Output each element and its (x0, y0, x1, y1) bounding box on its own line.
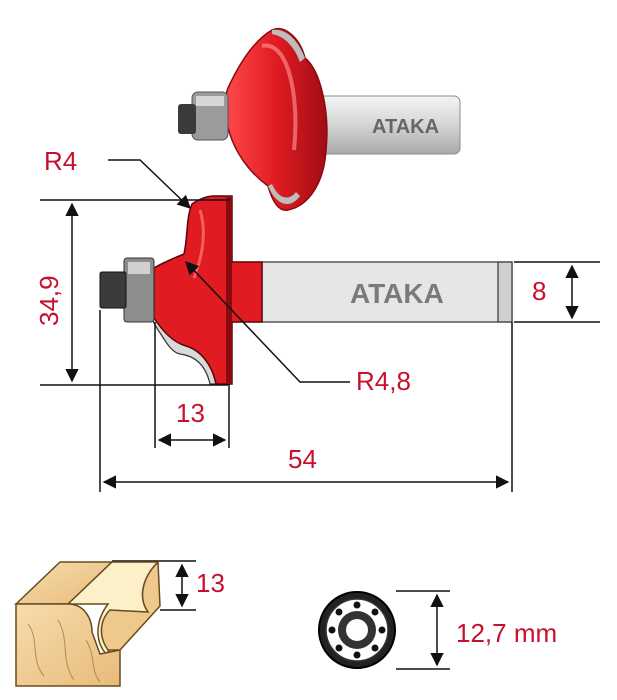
label-height: 34,9 (34, 275, 64, 326)
drawing-brand-label: ATAKA (350, 278, 444, 309)
label-total-length: 54 (288, 444, 317, 474)
label-radius-bottom: R4,8 (356, 366, 411, 396)
label-cut-width: 13 (176, 398, 205, 428)
drawing-nut (99, 271, 127, 309)
drawing-shank (261, 261, 513, 323)
label-shank-diameter: 8 (532, 276, 546, 306)
photo-cutter-body (224, 27, 328, 211)
photo-brand-label: ATAKA (372, 116, 439, 138)
profile-drawing: ATAKA (99, 195, 513, 385)
wood-profile-sample (14, 560, 161, 687)
label-bearing-diameter: 12,7 mm (456, 618, 557, 648)
drawing-cutter-body (153, 195, 263, 385)
dimension-lines (40, 159, 600, 670)
label-radius-top: R4 (44, 146, 77, 176)
label-profile-depth: 13 (196, 568, 225, 598)
bearing-icon (318, 591, 396, 669)
router-bit-photo: ATAKA (178, 27, 461, 211)
